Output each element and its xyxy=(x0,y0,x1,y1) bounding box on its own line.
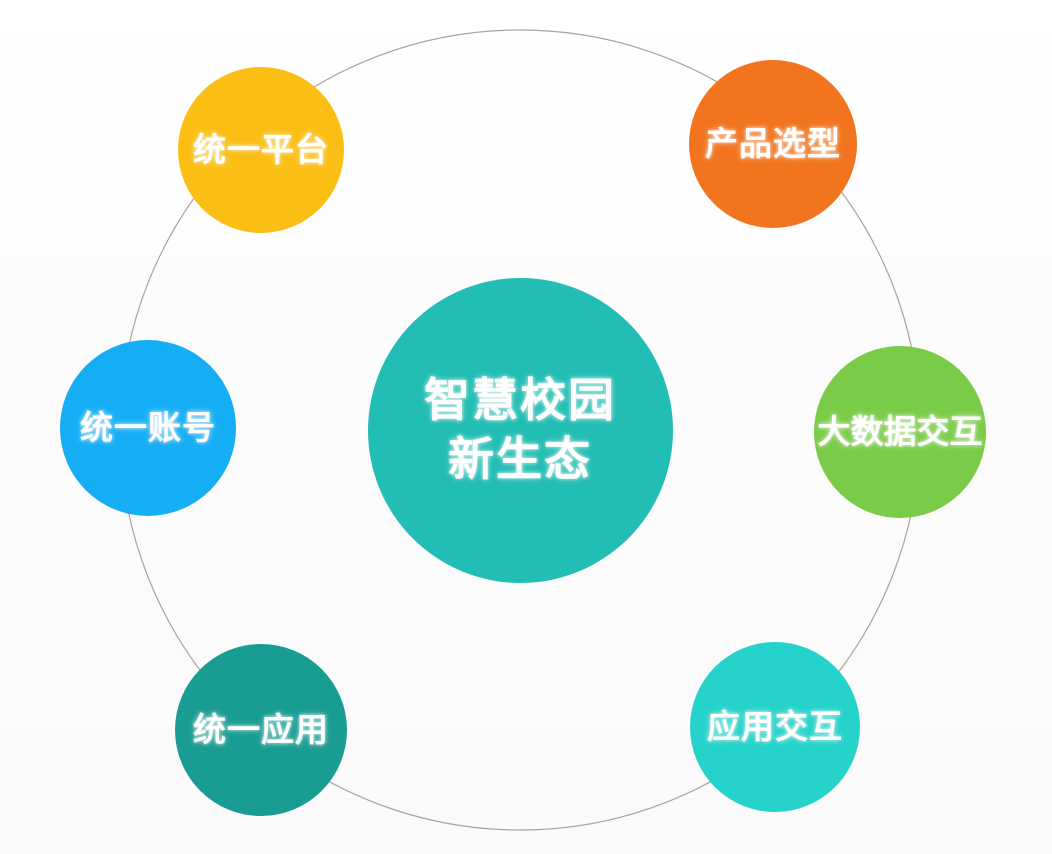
node-unified-application[interactable]: 统一应用 xyxy=(175,644,347,816)
node-unified-platform[interactable]: 统一平台 xyxy=(178,67,344,233)
node-label: 统一账号 xyxy=(80,408,216,446)
center-node-label: 智慧校园新生态 xyxy=(424,371,616,489)
node-label: 统一应用 xyxy=(193,710,329,748)
node-label: 产品选型 xyxy=(705,124,841,162)
node-application-interaction[interactable]: 应用交互 xyxy=(690,642,860,812)
center-node-smart-campus-ecosystem[interactable]: 智慧校园新生态 xyxy=(367,277,673,583)
node-label: 大数据交互 xyxy=(817,412,983,450)
node-unified-account[interactable]: 统一账号 xyxy=(60,340,236,516)
node-big-data-interaction[interactable]: 大数据交互 xyxy=(814,346,986,518)
node-label: 统一平台 xyxy=(193,130,329,168)
center-node-label-line2: 新生态 xyxy=(448,433,592,485)
node-product-selection[interactable]: 产品选型 xyxy=(689,60,857,228)
center-node-label-line1: 智慧校园 xyxy=(424,374,616,427)
node-label: 应用交互 xyxy=(707,707,843,745)
